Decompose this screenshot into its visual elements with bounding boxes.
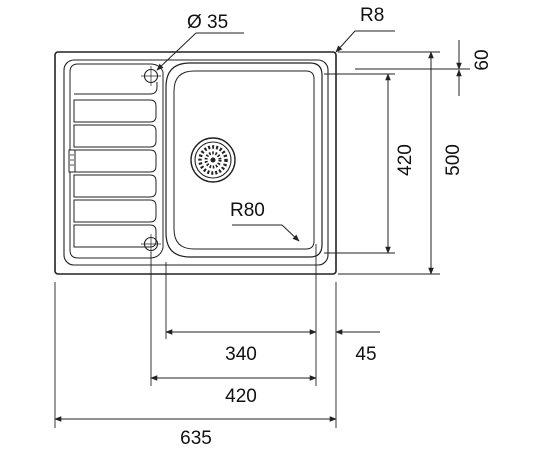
inner-width-label: 420 <box>225 386 257 407</box>
hole-diameter-leader <box>156 32 197 71</box>
drainer-rib <box>73 199 157 223</box>
outer-radius-leader <box>335 30 356 53</box>
tap-hole-bottom <box>141 234 161 254</box>
tap-hole-top <box>141 66 161 86</box>
right-margin-label: 45 <box>355 344 376 365</box>
right-extension-lines <box>324 51 470 275</box>
bowl-outer <box>165 62 323 258</box>
overall-depth-label: 500 <box>443 144 464 176</box>
bowl-depth-label: 420 <box>395 144 416 176</box>
overall-width-label: 635 <box>180 428 212 449</box>
drainer-rib <box>73 149 157 173</box>
bowl-radius-label: R80 <box>230 200 265 221</box>
sink-outer-rim <box>54 51 337 275</box>
sink-outline <box>54 51 337 275</box>
sink-inner-rim <box>63 59 329 266</box>
drain-strainer <box>190 137 236 183</box>
drainer-rib <box>73 174 157 198</box>
outer-radius-label: R8 <box>360 5 384 26</box>
drainer-top-rib <box>74 82 158 95</box>
drainer-rib <box>73 124 157 148</box>
depth-offset-label: 60 <box>472 49 493 70</box>
bowl-radius-leader <box>281 224 300 242</box>
bowl-inner <box>173 70 315 250</box>
bowl-width-label: 340 <box>225 344 257 365</box>
hole-diameter-label: Ø 35 <box>187 12 228 33</box>
drainer-rib <box>73 224 157 248</box>
logo-plate <box>68 149 76 173</box>
bottom-extension-lines <box>54 244 337 428</box>
drainer-area <box>69 63 164 259</box>
drainer-ribs <box>68 82 158 248</box>
drainer-rib <box>73 99 157 123</box>
